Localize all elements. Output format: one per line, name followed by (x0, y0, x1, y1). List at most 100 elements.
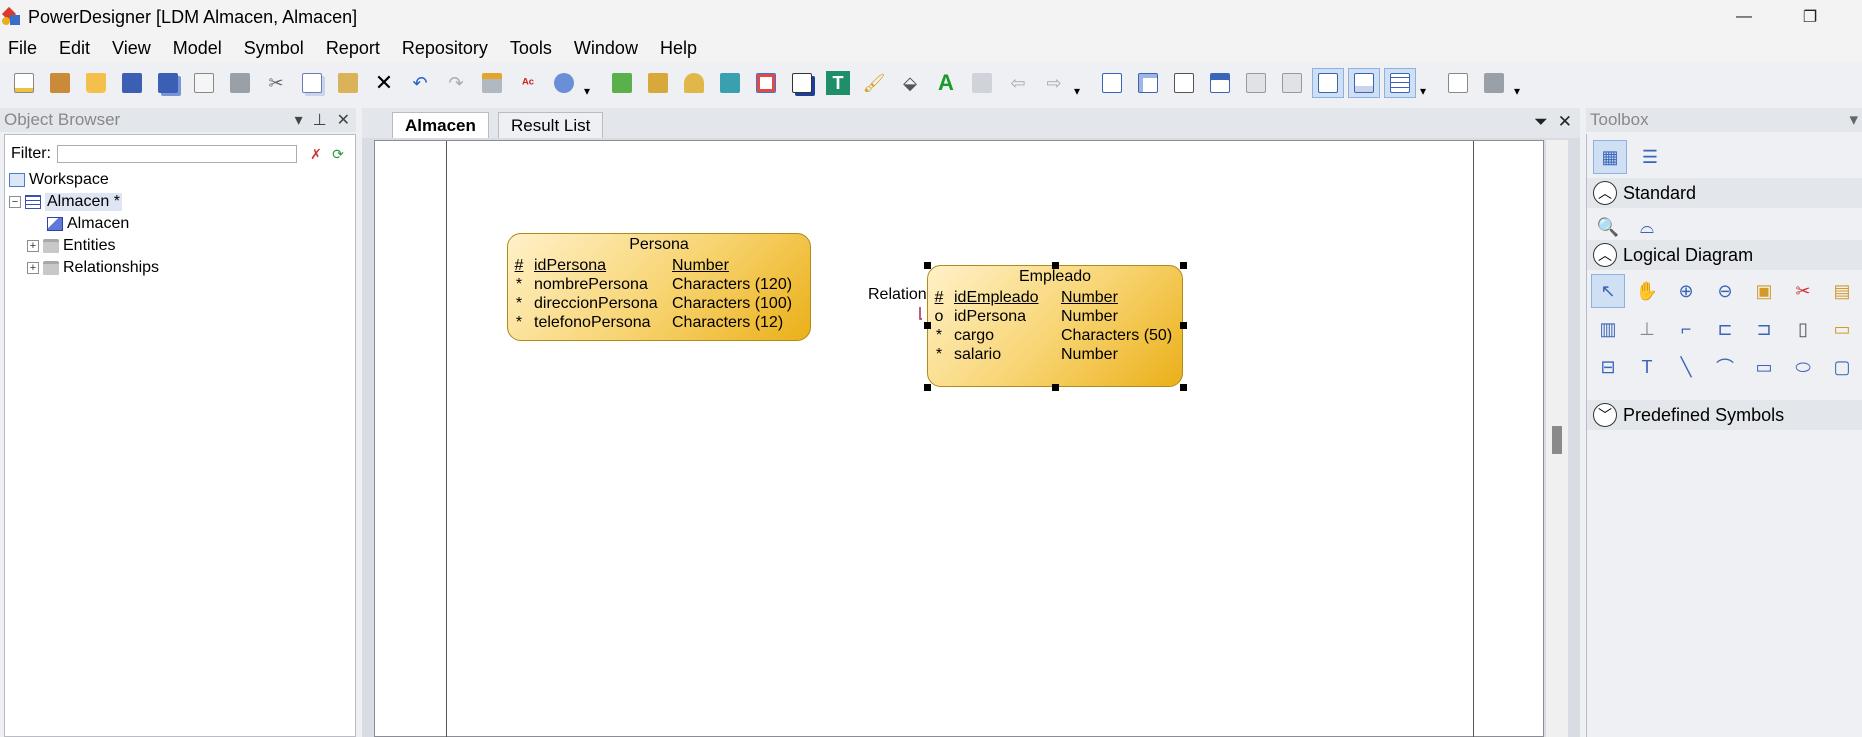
collapse-icon[interactable]: − (9, 196, 21, 208)
text-icon[interactable]: T (826, 71, 850, 95)
view-zoom-icon[interactable] (1312, 68, 1344, 98)
properties-icon[interactable] (476, 68, 508, 98)
fill-icon[interactable]: ⬙ (903, 72, 917, 93)
printer-icon[interactable] (1478, 68, 1510, 98)
rectangle-icon[interactable]: ▭ (1755, 356, 1773, 377)
page-icon[interactable] (1168, 68, 1200, 98)
open-diagram-icon[interactable]: ▣ (1755, 280, 1773, 301)
ellipse-icon[interactable]: ⬭ (1795, 356, 1811, 377)
tab-menu-icon[interactable]: ⏷ (1534, 112, 1548, 131)
relationship-icon[interactable]: ⌐ (1680, 318, 1692, 339)
selection-handle[interactable] (1052, 384, 1059, 391)
text-tool-icon[interactable]: T (1641, 356, 1653, 377)
refresh-filter-icon[interactable]: ⟳ (332, 145, 344, 162)
selection-handle[interactable] (1180, 384, 1187, 391)
menu-symbol[interactable]: Symbol (243, 37, 304, 58)
list-view-icon[interactable]: ☰ (1641, 146, 1659, 167)
close-icon[interactable]: ✕ (336, 112, 350, 129)
association-icon[interactable]: ⊏ (1717, 318, 1733, 339)
restore-button[interactable]: ❐ (1802, 9, 1818, 26)
toolbar-overflow-icon[interactable]: ▾ (1420, 84, 1427, 98)
font-color-icon[interactable]: A (938, 70, 954, 95)
check-model-icon[interactable] (548, 68, 580, 98)
file-icon[interactable]: ▯ (1798, 318, 1808, 339)
scrollbar-thumb[interactable] (1552, 426, 1562, 454)
paste-icon[interactable] (332, 68, 364, 98)
redo-icon[interactable]: ↷ (448, 72, 464, 93)
category-standard[interactable]: ︿ Standard (1587, 178, 1862, 208)
tree-item-workspace[interactable]: Workspace (9, 169, 349, 191)
diagram-canvas[interactable]: Relationship_1 Persona # idPersona Numbe… (374, 140, 1544, 737)
menu-window[interactable]: Window (573, 37, 638, 58)
zoom-in-icon[interactable]: ⊕ (1678, 280, 1694, 301)
share-icon[interactable] (966, 68, 998, 98)
category-predefined-symbols[interactable]: ﹀ Predefined Symbols (1587, 400, 1862, 430)
arrange-icon[interactable] (1240, 68, 1272, 98)
inheritance-icon[interactable]: ⊥ (1639, 318, 1655, 339)
relationship-line[interactable] (375, 141, 1545, 737)
comments-icon[interactable] (1348, 68, 1380, 98)
tree-item-entities[interactable]: + Entities (9, 235, 349, 257)
open-icon[interactable] (80, 68, 112, 98)
panel-menu-icon[interactable]: ▾ (294, 112, 303, 129)
toolbar-overflow-icon[interactable]: ▾ (1514, 84, 1521, 98)
many-to-many-icon[interactable]: ⊐ (1756, 318, 1772, 339)
large-icons-view-icon[interactable]: ▦ (1593, 140, 1627, 174)
selection-handle[interactable] (924, 322, 931, 329)
menu-edit[interactable]: Edit (59, 37, 91, 58)
note-icon[interactable]: ▭ (1833, 318, 1851, 339)
link-icon[interactable]: ⊟ (1600, 356, 1616, 377)
tab-result-list[interactable]: Result List (498, 112, 604, 138)
menu-help[interactable]: Help (659, 37, 697, 58)
refresh-icon[interactable] (714, 68, 746, 98)
copy-icon[interactable] (296, 68, 328, 98)
collapse-icon[interactable]: ︿ (1593, 181, 1617, 205)
entity-icon[interactable]: ▥ (1599, 318, 1617, 339)
print-icon[interactable] (224, 68, 256, 98)
brush-icon[interactable]: 🖌 (862, 72, 886, 93)
menu-repository[interactable]: Repository (401, 37, 488, 58)
delete-icon[interactable]: ✕ (374, 70, 394, 95)
menu-report[interactable]: Report (325, 37, 380, 58)
cut-icon[interactable]: ✂ (268, 72, 284, 93)
selection-handle[interactable] (1180, 322, 1187, 329)
selection-handle[interactable] (924, 262, 931, 269)
import-icon[interactable] (606, 68, 638, 98)
toolbar-overflow-icon[interactable]: ▾ (584, 84, 591, 98)
filter-input[interactable] (57, 145, 297, 163)
select-icon[interactable] (1276, 68, 1308, 98)
open-model-icon[interactable] (44, 68, 76, 98)
delete-tool-icon[interactable]: ✂ (1795, 280, 1811, 301)
menu-tools[interactable]: Tools (509, 37, 552, 58)
menu-file[interactable]: File (8, 37, 38, 58)
menu-view[interactable]: View (112, 37, 151, 58)
entity-empleado[interactable]: Empleado # idEmpleado Number o idPersona… (927, 265, 1183, 387)
undo-icon[interactable]: ↶ (412, 72, 428, 93)
preview-icon[interactable] (1442, 68, 1474, 98)
save-all-icon[interactable] (152, 68, 184, 98)
close-icon[interactable]: ✕ (1557, 112, 1572, 131)
vertical-scrollbar[interactable] (1546, 140, 1568, 737)
find-zoom-icon[interactable]: 🔍 (1596, 216, 1620, 237)
toolbar-overflow-icon[interactable]: ▾ (1074, 84, 1081, 98)
tree-item-relationships[interactable]: + Relationships (9, 257, 349, 279)
spell-check-icon[interactable]: ᴬᶜ (521, 75, 535, 91)
export-icon[interactable] (642, 68, 674, 98)
category-logical-diagram[interactable]: ︿ Logical Diagram (1587, 240, 1862, 270)
pin-icon[interactable]: ⊥ (312, 112, 327, 129)
arc-icon[interactable]: ⌒ (1716, 358, 1734, 378)
selection-handle[interactable] (924, 384, 931, 391)
shadow-icon[interactable] (786, 68, 818, 98)
collapse-icon[interactable]: ︿ (1593, 243, 1617, 267)
panel-menu-icon[interactable]: ▾ (1849, 110, 1858, 129)
tree-item-diagram[interactable]: Almacen (9, 213, 349, 235)
expand-icon[interactable]: + (27, 262, 39, 274)
grabber-hand-icon[interactable]: ✋ (1635, 280, 1659, 301)
entity-persona[interactable]: Persona # idPersona Number * nombrePerso… (507, 233, 811, 341)
properties-tool-icon[interactable]: ▤ (1833, 280, 1851, 301)
clear-filter-icon[interactable]: ✗ (310, 145, 322, 162)
menu-model[interactable]: Model (172, 37, 222, 58)
new-icon[interactable] (8, 68, 40, 98)
grid-icon[interactable] (1384, 68, 1416, 98)
group-icon[interactable] (1132, 68, 1164, 98)
